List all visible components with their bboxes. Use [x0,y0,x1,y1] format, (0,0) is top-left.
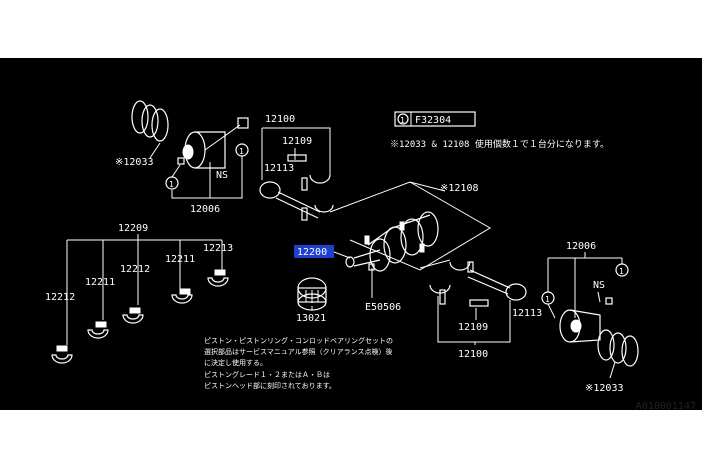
label-12211-b[interactable]: 12211 [165,254,195,265]
highlight-12200 [294,245,334,258]
label-12109-bottom[interactable]: 12109 [458,322,488,333]
connecting-rod-bottom[interactable] [429,261,527,307]
ref-code: F32304 [415,115,451,126]
label-ns-right[interactable]: NS [593,280,605,291]
crank-sprocket[interactable] [297,277,327,311]
woodruff-key[interactable] [368,263,375,271]
diagram-panel [0,58,702,410]
ref-circle-label: 1 [239,147,244,156]
label-12109-top[interactable]: 12109 [282,136,312,147]
crankshaft[interactable] [345,211,439,272]
bearing-outline [329,181,491,271]
label-12213[interactable]: 12213 [203,243,233,254]
label-12006-right[interactable]: 12006 [566,241,596,252]
label-12033-bottom[interactable]: ※12033 [585,383,623,394]
ref-circle-icon [615,263,629,277]
label-12033-top[interactable]: ※12033 [115,157,153,168]
main-bearing-shells[interactable] [51,269,229,364]
label-12212-b[interactable]: 12212 [120,264,150,275]
svg-text:ピストンヘッド部に刻印されております。: ピストンヘッド部に刻印されております。 [204,381,336,390]
label-12108[interactable]: ※12108 [440,183,478,194]
connecting-rod-top[interactable] [259,154,334,221]
svg-text:ピストン・ピストンリング・コンロッドベアリングセットの: ピストン・ピストンリング・コンロッドベアリングセットの [204,336,393,345]
ref-circle-label: 1 [545,295,550,304]
label-13021[interactable]: 13021 [296,313,326,324]
reference-box: 1 F32304 [394,111,476,127]
label-ns-top[interactable]: NS [216,170,228,181]
piston-ring-set-bottom[interactable] [597,329,639,367]
label-12200[interactable]: 12200 [297,247,327,258]
piston-ring-set-top[interactable] [131,100,169,142]
note-usage: ※12033 & 12108 使用個数１で１台分になります。 [390,138,609,150]
label-12100-top[interactable]: 12100 [265,114,295,125]
svg-text:に決定し使用する。: に決定し使用する。 [204,358,267,367]
document-id: A010001147 [635,401,696,412]
piston-bottom[interactable] [547,297,613,343]
label-12100-bottom[interactable]: 12100 [458,349,488,360]
label-12113-top[interactable]: 12113 [264,163,294,174]
label-12113-bottom[interactable]: 12113 [512,308,542,319]
label-12006-top[interactable]: 12006 [190,204,220,215]
ref-circle-label: 1 [169,180,174,189]
label-e50506[interactable]: E50506 [365,302,401,313]
ref-circle-num: 1 [400,116,405,125]
label-12211-a[interactable]: 12211 [85,277,115,288]
label-12212-a[interactable]: 12212 [45,292,75,303]
svg-text:選択部品はサービスマニュアル参照（クリアランス点検）後: 選択部品はサービスマニュアル参照（クリアランス点検）後 [204,347,392,356]
ref-circle-label: 1 [619,267,624,276]
svg-text:ピストングレード１・２またはＡ・Ｂは: ピストングレード１・２またはＡ・Ｂは [204,370,330,379]
piston-top[interactable] [177,117,249,169]
note-selection: ピストン・ピストンリング・コンロッドベアリングセットの 選択部品はサービスマニュ… [204,336,393,390]
label-12209[interactable]: 12209 [118,223,148,234]
